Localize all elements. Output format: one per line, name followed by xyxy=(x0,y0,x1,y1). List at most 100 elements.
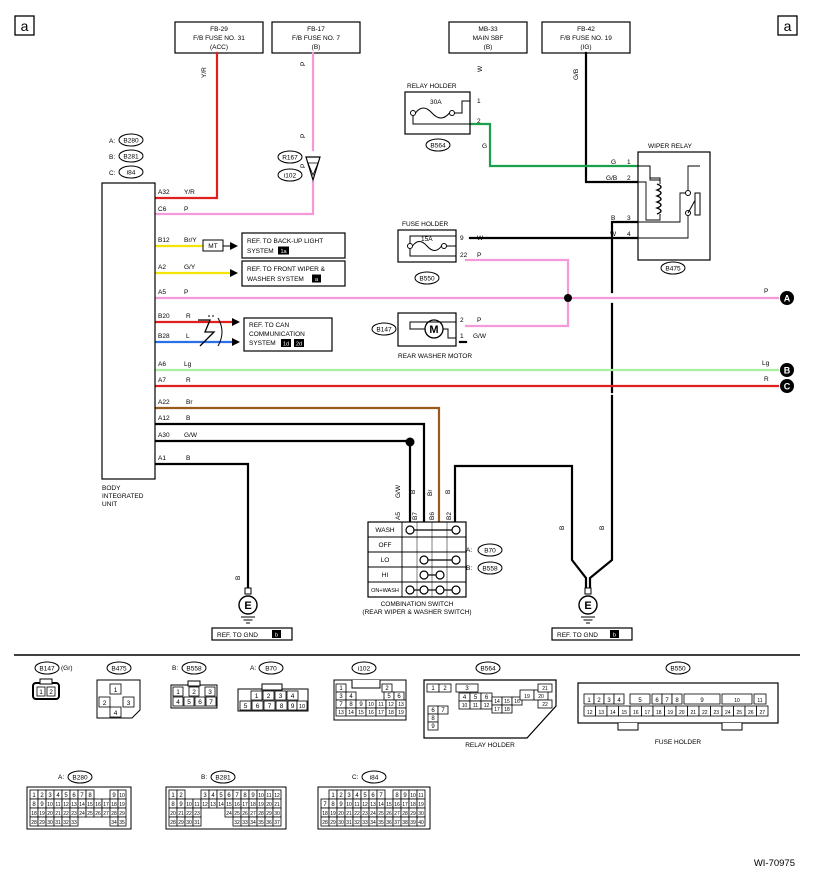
pin-number: 7 xyxy=(80,793,84,799)
pin-number: 28 xyxy=(111,811,117,817)
svg-text:1a: 1a xyxy=(280,249,287,255)
svg-text:30A: 30A xyxy=(430,99,442,106)
svg-text:R: R xyxy=(186,377,191,384)
svg-text:SYSTEM: SYSTEM xyxy=(249,340,276,347)
fuse-fb29: FB-29 F/B FUSE NO. 31 (ACC) xyxy=(174,21,264,54)
pin-number: 12 xyxy=(484,703,490,709)
svg-text:B: B xyxy=(559,526,566,530)
pin-number: 9 xyxy=(339,802,343,808)
rear-washer-motor: M 2 P 1 G/W REAR WASHER MOTOR B147 xyxy=(371,312,487,360)
pin-number: 15 xyxy=(386,802,392,808)
pin-number: 7 xyxy=(441,708,445,714)
pin-number: 37 xyxy=(394,820,400,826)
svg-text:i84: i84 xyxy=(127,170,136,177)
pin-cell xyxy=(613,693,625,705)
pin-number: 19 xyxy=(667,710,673,716)
pin-number: 24 xyxy=(79,811,85,817)
pin-number: 14 xyxy=(218,802,224,808)
svg-text:9: 9 xyxy=(460,235,464,242)
pin-number: 31 xyxy=(346,820,352,826)
svg-text:B: B xyxy=(599,526,606,530)
svg-text:9: 9 xyxy=(291,703,295,710)
svg-text:22: 22 xyxy=(460,252,468,259)
pin-number: 8 xyxy=(32,802,36,808)
pin-number: 2 xyxy=(385,686,389,692)
svg-text:(ACC): (ACC) xyxy=(210,44,228,51)
pin-number: 13 xyxy=(71,802,77,808)
svg-text:4: 4 xyxy=(627,231,631,238)
svg-text:B: B xyxy=(445,490,452,494)
pin-number: 1 xyxy=(431,686,435,692)
svg-text:G/B: G/B xyxy=(606,175,617,182)
pin-number: 18 xyxy=(410,802,416,808)
pin-number: 33 xyxy=(242,820,248,826)
svg-text:1d: 1d xyxy=(283,342,289,348)
svg-text:BODY: BODY xyxy=(102,485,121,492)
svg-text:B147: B147 xyxy=(39,666,55,673)
pin-number: 26 xyxy=(242,811,248,817)
pin-number: 15 xyxy=(504,699,510,705)
svg-text:2: 2 xyxy=(103,700,107,707)
pin-number: 5 xyxy=(363,793,367,799)
pin-number: 16 xyxy=(514,699,520,705)
pin-cell xyxy=(671,693,683,705)
combination-switch: G/W B Br B A5 B7 B6 B2 WASH OFF LO HI ON… xyxy=(362,484,503,616)
pin-number: 29 xyxy=(330,820,336,826)
output-b: Lg B xyxy=(762,360,794,377)
pin-number: 24 xyxy=(226,811,232,817)
pin-number: 6 xyxy=(485,695,489,701)
page-label-right: a xyxy=(777,15,798,36)
pin-number: 21 xyxy=(346,811,352,817)
pin-number: 33 xyxy=(362,820,368,826)
pin-number: 27 xyxy=(759,710,765,716)
svg-text:(Gr): (Gr) xyxy=(61,665,73,672)
pin-number: 11 xyxy=(378,702,383,708)
ref-backup-light: MT REF. TO BACK-UP LIGHT SYSTEM 1a xyxy=(202,232,346,259)
svg-text:2: 2 xyxy=(49,689,53,696)
svg-text:A5: A5 xyxy=(395,512,402,520)
svg-text:1: 1 xyxy=(477,98,481,105)
svg-text:A: A xyxy=(784,294,791,304)
svg-text:4: 4 xyxy=(291,693,295,700)
pin-number: 2 xyxy=(597,698,601,704)
pin-number: 3 xyxy=(203,793,207,799)
svg-text:B475: B475 xyxy=(665,266,681,273)
svg-text:B70: B70 xyxy=(265,666,277,673)
pin-number: 14 xyxy=(378,802,384,808)
svg-text:B281: B281 xyxy=(123,154,139,161)
pin-number: 13 xyxy=(370,802,376,808)
svg-text:3: 3 xyxy=(627,215,631,222)
pin-number: 39 xyxy=(410,820,416,826)
svg-text:MT: MT xyxy=(208,243,217,250)
svg-text:W: W xyxy=(477,65,484,72)
wire-g xyxy=(468,122,640,168)
pin-number: 18 xyxy=(111,802,117,808)
pin-number: 24 xyxy=(725,710,731,716)
pin-number: 32 xyxy=(234,820,240,826)
pin-cell xyxy=(427,721,439,731)
pin-number: 21 xyxy=(274,802,280,808)
svg-text:G/W: G/W xyxy=(473,333,487,340)
pin-number: 3 xyxy=(465,686,469,692)
svg-text:C:: C: xyxy=(352,774,359,781)
svg-text:B:: B: xyxy=(109,154,115,161)
svg-text:L: L xyxy=(186,333,190,340)
svg-text:Br: Br xyxy=(186,399,193,406)
svg-text:b: b xyxy=(275,633,278,639)
pin-cell xyxy=(69,816,79,827)
pin-number: 21 xyxy=(178,811,184,817)
pin-number: 35 xyxy=(119,820,125,826)
svg-text:A:: A: xyxy=(109,138,115,145)
svg-text:A12: A12 xyxy=(158,415,170,422)
pin-number: 8 xyxy=(171,802,175,808)
pin-number: 12 xyxy=(362,802,368,808)
svg-text:7: 7 xyxy=(268,703,272,710)
pin-number: 25 xyxy=(87,811,93,817)
svg-text:REAR WASHER MOTOR: REAR WASHER MOTOR xyxy=(398,353,472,360)
pin-number: 15 xyxy=(87,802,93,808)
pin-number: 18 xyxy=(250,802,256,808)
svg-text:2: 2 xyxy=(192,689,196,696)
pin-number: 26 xyxy=(748,710,754,716)
pin-number: 28 xyxy=(402,811,408,817)
pin-number: 31 xyxy=(194,820,200,826)
